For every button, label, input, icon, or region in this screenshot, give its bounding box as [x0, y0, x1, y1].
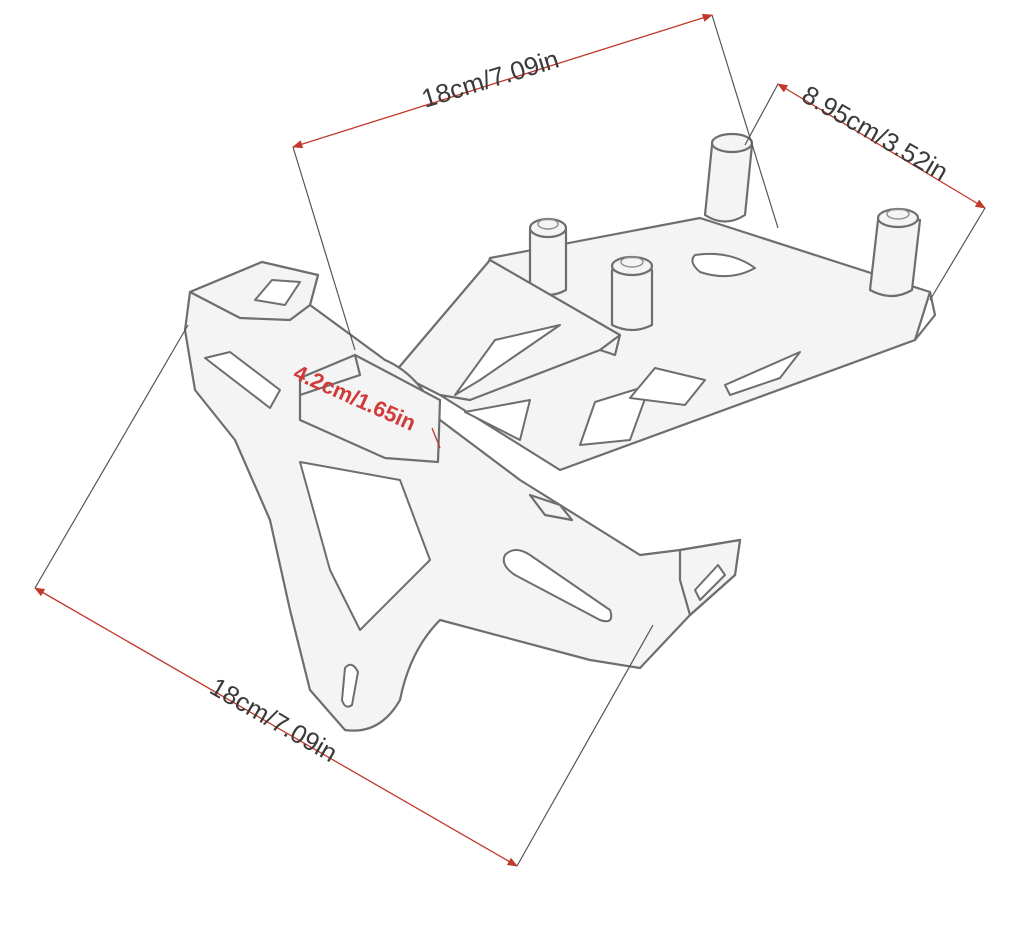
top-width-dimension: [777, 83, 986, 209]
slot-cutout: [502, 549, 613, 623]
mount-block: [298, 353, 442, 464]
slot-cutout: [204, 351, 281, 409]
slot-cutout: [724, 351, 801, 396]
top-length-label: 18cm/7.09in: [418, 44, 562, 114]
oval-hole: [691, 252, 756, 278]
hook-slot: [254, 279, 301, 306]
top-width-label: 8.95cm/3.52in: [797, 79, 953, 187]
side-length-dimension: [34, 587, 518, 867]
slot-cutout: [629, 367, 706, 406]
top-length-dimension: [292, 13, 713, 149]
inner-strut: [393, 258, 622, 441]
dimension-lines: [34, 13, 986, 867]
